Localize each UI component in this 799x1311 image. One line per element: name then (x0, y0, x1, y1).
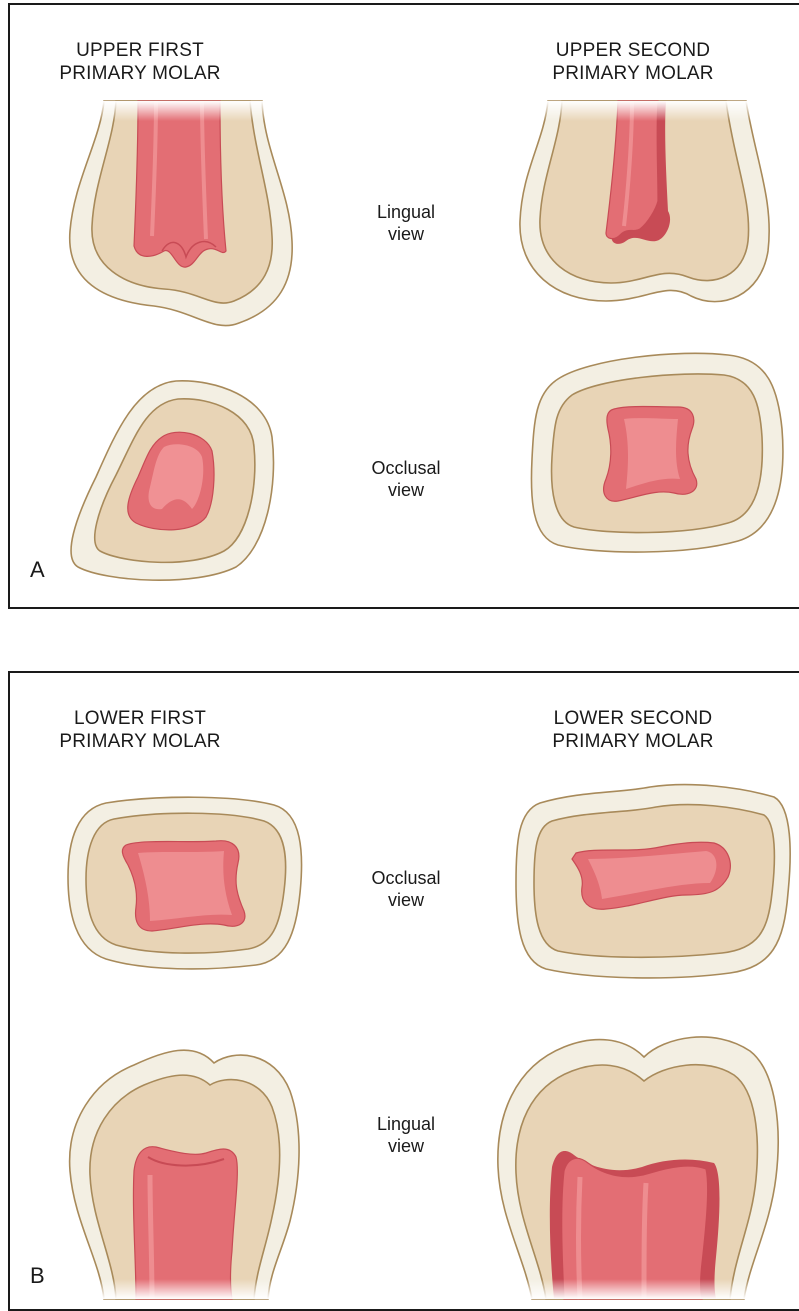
panel-b: LOWER FIRST PRIMARY MOLAR LOWER SECOND P… (8, 671, 799, 1311)
view-label-line-2: view (346, 479, 466, 501)
upper-first-molar-lingual-illustration (64, 101, 304, 341)
view-label-line-2: view (346, 223, 466, 245)
heading-line-2: PRIMARY MOLAR (503, 62, 763, 85)
lower-first-molar-occlusal-illustration (66, 793, 306, 973)
heading-upper-second-primary-molar: UPPER SECOND PRIMARY MOLAR (503, 39, 763, 85)
panel-letter-a: A (30, 557, 45, 583)
heading-line-2: PRIMARY MOLAR (10, 730, 270, 753)
pulp (134, 101, 226, 267)
upper-second-molar-lingual-illustration (516, 101, 776, 331)
view-label-line-2: view (346, 1135, 466, 1157)
view-label-line-1: Occlusal (346, 867, 466, 889)
heading-lower-second-primary-molar: LOWER SECOND PRIMARY MOLAR (503, 707, 763, 753)
lower-first-molar-lingual-illustration (64, 1041, 304, 1299)
lower-second-molar-occlusal-illustration (510, 783, 790, 979)
upper-second-molar-occlusal-illustration (528, 349, 788, 559)
heading-line-2: PRIMARY MOLAR (503, 730, 763, 753)
heading-line-1: LOWER FIRST (10, 707, 270, 730)
heading-line-1: UPPER FIRST (10, 39, 270, 62)
heading-upper-first-primary-molar: UPPER FIRST PRIMARY MOLAR (10, 39, 270, 85)
pulp (562, 1158, 708, 1299)
view-label-line-1: Lingual (346, 1113, 466, 1135)
view-label-line-1: Lingual (346, 201, 466, 223)
label-lingual-view-a: Lingual view (346, 201, 466, 245)
panel-a: UPPER FIRST PRIMARY MOLAR UPPER SECOND P… (8, 3, 799, 609)
view-label-line-2: view (346, 889, 466, 911)
heading-line-1: UPPER SECOND (503, 39, 763, 62)
upper-first-molar-occlusal-illustration (66, 377, 286, 587)
label-lingual-view-b: Lingual view (346, 1113, 466, 1157)
heading-line-1: LOWER SECOND (503, 707, 763, 730)
label-occlusal-view-a: Occlusal view (346, 457, 466, 501)
panel-letter-b: B (30, 1263, 45, 1289)
heading-line-2: PRIMARY MOLAR (10, 62, 270, 85)
view-label-line-1: Occlusal (346, 457, 466, 479)
label-occlusal-view-b: Occlusal view (346, 867, 466, 911)
lower-second-molar-lingual-illustration (494, 1027, 784, 1299)
heading-lower-first-primary-molar: LOWER FIRST PRIMARY MOLAR (10, 707, 270, 753)
